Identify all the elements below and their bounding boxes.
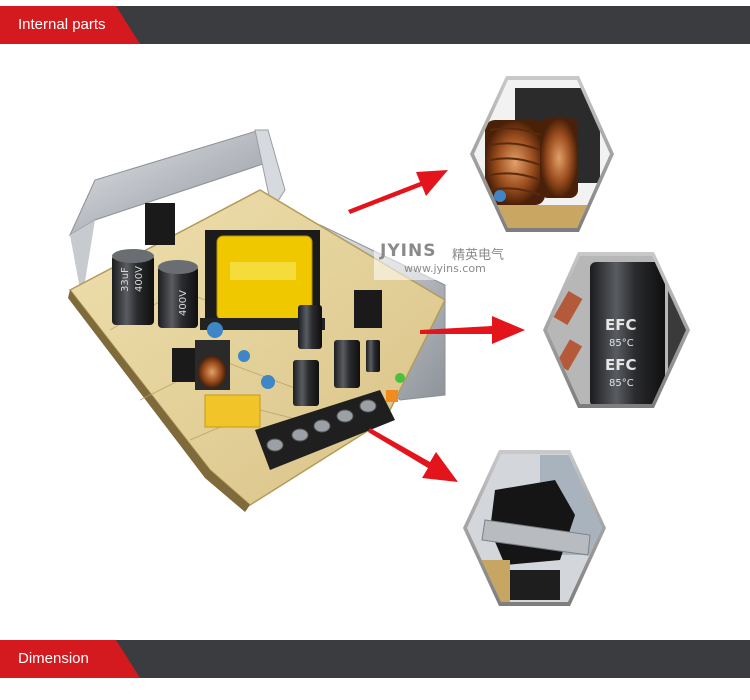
product-photo: 400V 33uF 400V xyxy=(68,76,690,606)
capacitor-label-b: 33uF xyxy=(120,267,131,292)
capacitor-brand-2: EFC xyxy=(605,356,637,374)
section-footer-tag: Dimension xyxy=(0,640,140,678)
detail-hexagon-capacitor: EFC 85°C EFC 85°C xyxy=(543,252,690,408)
brand-watermark: JYINS 精英电气 www.jyins.com xyxy=(374,238,516,280)
section-header-bar: Internal parts xyxy=(0,6,750,44)
capacitor-brand: EFC xyxy=(605,316,637,334)
capacitor-label-a: 400V xyxy=(134,266,145,292)
power-supply-unit: 400V 33uF 400V xyxy=(68,129,446,512)
capacitor-label-c: 400V xyxy=(178,290,189,316)
right-arrow-icon xyxy=(420,316,525,344)
section-footer-bar: Dimension xyxy=(0,640,750,678)
watermark-brand-cn: 精英电气 xyxy=(452,248,505,263)
watermark-brand: JYINS xyxy=(380,241,437,261)
detail-hexagon-inductor xyxy=(470,76,614,232)
section-footer-label: Dimension xyxy=(18,650,89,667)
section-header-label: Internal parts xyxy=(18,16,106,33)
right-arrow-icon xyxy=(348,170,448,214)
callout-arrows xyxy=(348,170,525,482)
capacitor-temp: 85°C xyxy=(609,338,634,349)
capacitor-temp-2: 85°C xyxy=(609,378,634,389)
section-header-tag: Internal parts xyxy=(0,6,140,44)
watermark-url: www.jyins.com xyxy=(404,262,486,275)
detail-hexagon-terminal xyxy=(463,450,606,606)
right-arrow-icon xyxy=(368,428,458,482)
